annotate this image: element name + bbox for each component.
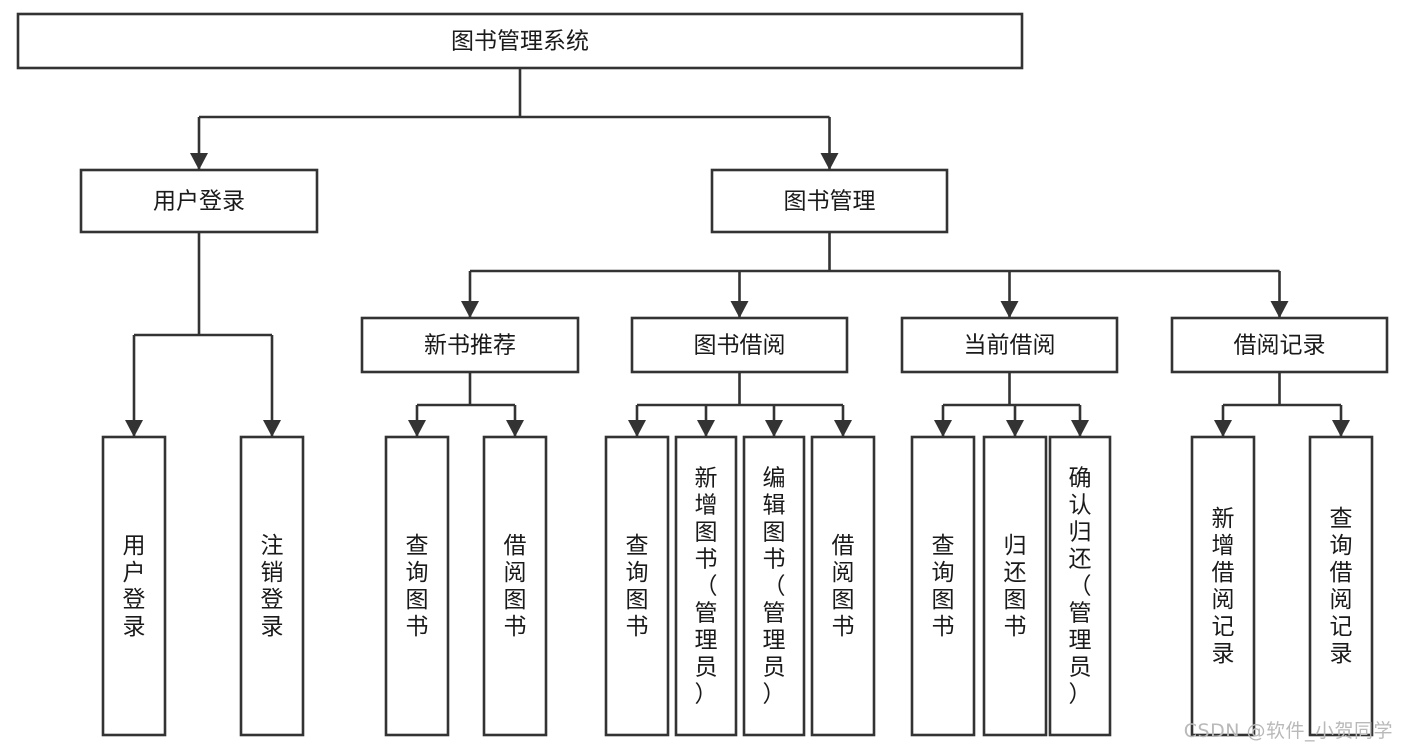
node-box[interactable] — [1190, 435, 1256, 737]
node-level3-new-book-recommend[interactable]: 新书推荐 — [360, 316, 580, 374]
connector-layer — [125, 68, 1350, 437]
node-label: 新增图书（管理员） — [695, 466, 718, 708]
arrow-head-icon — [1332, 420, 1350, 437]
node-box[interactable] — [1170, 316, 1389, 374]
node-label: 查询借阅记录 — [1330, 506, 1353, 667]
node-box[interactable] — [604, 435, 670, 737]
arrow-head-icon — [1214, 420, 1232, 437]
node-level3-book-borrow[interactable]: 图书借阅 — [630, 316, 849, 374]
node-label: 借阅记录 — [1234, 333, 1326, 359]
node-label: 借阅图书 — [832, 533, 855, 640]
node-label: 查询图书 — [932, 533, 955, 640]
node-box[interactable] — [482, 435, 548, 737]
node-label: 查询图书 — [626, 533, 649, 640]
node-label: 新增借阅记录 — [1212, 506, 1235, 667]
node-label: 当前借阅 — [964, 333, 1056, 359]
csdn-watermark: CSDN @软件_小贺同学 — [1183, 720, 1393, 742]
node-label: 新书推荐 — [424, 333, 516, 359]
arrow-head-icon — [628, 420, 646, 437]
node-label: 注销登录 — [261, 533, 284, 640]
arrow-head-icon — [263, 420, 281, 437]
node-leaf-leaf-user-logout[interactable]: 注销登录 — [239, 435, 305, 737]
node-box[interactable] — [710, 168, 949, 234]
arrow-head-icon — [125, 420, 143, 437]
node-leaf-leaf-edit-book-admin[interactable]: 编辑图书（管理员） — [742, 435, 806, 737]
node-label: 图书管理系统 — [451, 29, 589, 55]
node-box[interactable] — [384, 435, 450, 737]
node-leaf-leaf-add-book-admin[interactable]: 新增图书（管理员） — [674, 435, 738, 737]
node-box[interactable] — [810, 435, 876, 737]
node-label: 编辑图书（管理员） — [763, 466, 786, 708]
node-label: 确认归还（管理员） — [1069, 466, 1092, 708]
node-leaf-leaf-return-book[interactable]: 归还图书 — [982, 435, 1048, 737]
node-box[interactable] — [674, 435, 738, 737]
node-root-system[interactable]: 图书管理系统 — [16, 12, 1024, 70]
node-leaf-leaf-user-login[interactable]: 用户登录 — [101, 435, 167, 737]
node-box[interactable] — [101, 435, 167, 737]
arrow-head-icon — [1270, 301, 1289, 318]
arrow-head-icon — [190, 153, 208, 170]
arrow-head-icon — [697, 420, 715, 437]
node-level3-current-borrow[interactable]: 当前借阅 — [900, 316, 1119, 374]
node-box[interactable] — [360, 316, 580, 374]
node-box[interactable] — [16, 12, 1024, 70]
arrow-head-icon — [765, 420, 783, 437]
arrow-head-icon — [1006, 420, 1024, 437]
arrow-head-icon — [1071, 420, 1089, 437]
node-label: 借阅图书 — [504, 533, 527, 640]
node-box[interactable] — [79, 168, 319, 234]
node-leaf-leaf-query-book-current[interactable]: 查询图书 — [910, 435, 976, 737]
arrow-head-icon — [1000, 301, 1019, 318]
node-box[interactable] — [900, 316, 1119, 374]
node-label: 图书借阅 — [694, 333, 786, 359]
arrow-head-icon — [408, 420, 426, 437]
node-level2-book-manage[interactable]: 图书管理 — [710, 168, 949, 234]
arrow-head-icon — [506, 420, 524, 437]
arrow-head-icon — [730, 301, 749, 318]
node-box[interactable] — [239, 435, 305, 737]
arrow-head-icon — [934, 420, 952, 437]
node-layer: 图书管理系统用户登录图书管理新书推荐图书借阅当前借阅借阅记录用户登录注销登录查询… — [16, 12, 1389, 737]
node-box[interactable] — [982, 435, 1048, 737]
node-box[interactable] — [1308, 435, 1374, 737]
node-level2-user-login[interactable]: 用户登录 — [79, 168, 319, 234]
node-box[interactable] — [1048, 435, 1112, 737]
node-box[interactable] — [630, 316, 849, 374]
node-level3-borrow-records[interactable]: 借阅记录 — [1170, 316, 1389, 374]
node-label: 归还图书 — [1004, 533, 1027, 640]
node-leaf-leaf-add-borrow-record[interactable]: 新增借阅记录 — [1190, 435, 1256, 737]
node-label: 图书管理 — [784, 189, 876, 215]
arrow-head-icon — [820, 153, 839, 170]
arrow-head-icon — [461, 301, 479, 318]
node-leaf-leaf-borrow-book-recommend[interactable]: 借阅图书 — [482, 435, 548, 737]
node-leaf-leaf-query-book-borrow[interactable]: 查询图书 — [604, 435, 670, 737]
arrow-head-icon — [834, 420, 852, 437]
node-leaf-leaf-query-borrow-record[interactable]: 查询借阅记录 — [1308, 435, 1374, 737]
node-box[interactable] — [910, 435, 976, 737]
node-label: 用户登录 — [153, 189, 245, 215]
node-leaf-leaf-query-book-recommend[interactable]: 查询图书 — [384, 435, 450, 737]
node-leaf-leaf-borrow-book[interactable]: 借阅图书 — [810, 435, 876, 737]
node-box[interactable] — [742, 435, 806, 737]
node-label: 用户登录 — [123, 533, 146, 640]
node-leaf-leaf-confirm-return-admin[interactable]: 确认归还（管理员） — [1048, 435, 1112, 737]
node-label: 查询图书 — [406, 533, 429, 640]
